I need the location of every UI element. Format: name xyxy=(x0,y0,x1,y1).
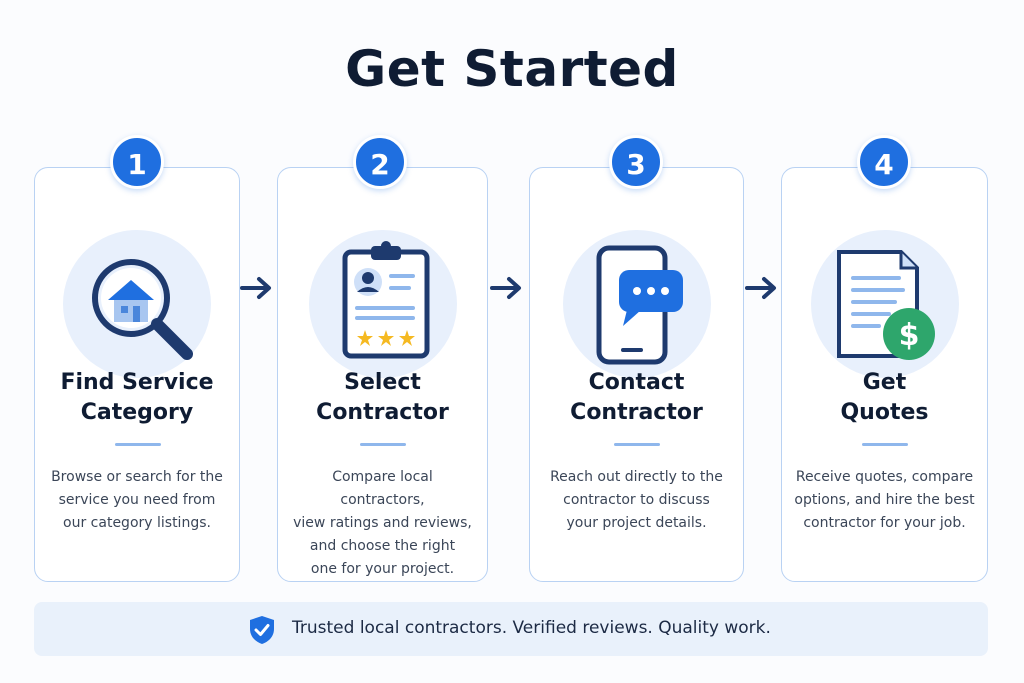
step-description: Reach out directly to the contractor to … xyxy=(550,469,723,531)
icon-circle xyxy=(563,230,711,378)
phone-chat-icon xyxy=(596,245,683,365)
arrow-right-icon xyxy=(745,277,776,299)
arrow-right-icon xyxy=(490,277,521,299)
step-number-badge: 4 xyxy=(857,135,911,189)
svg-text:$: $ xyxy=(899,318,920,353)
step-number-badge: 2 xyxy=(353,135,407,189)
quote-document-dollar-icon: $ xyxy=(837,250,935,360)
trust-banner-text: Trusted local contractors. Verified revi… xyxy=(292,618,771,638)
icon-circle xyxy=(63,230,211,378)
page-title: Get Started xyxy=(345,40,679,98)
step-description: Browse or search for the service you nee… xyxy=(51,469,223,531)
step-description: Receive quotes, compare options, and hir… xyxy=(794,469,975,531)
trust-banner: Trusted local contractors. Verified revi… xyxy=(34,602,988,656)
magnifier-house-icon xyxy=(92,259,193,360)
arrow-right-icon xyxy=(240,277,271,299)
clipboard-profile-icon xyxy=(342,241,430,359)
icon-circle xyxy=(309,230,457,378)
step-divider xyxy=(115,443,161,446)
shield-check-icon xyxy=(250,616,274,644)
icon-circle: $ xyxy=(811,230,959,378)
step-number-badge: 1 xyxy=(110,135,164,189)
step-divider xyxy=(862,443,908,446)
step-divider xyxy=(360,443,406,446)
step-divider xyxy=(614,443,660,446)
step-number-badge: 3 xyxy=(609,135,663,189)
step-description: Compare local contractors, view ratings … xyxy=(293,469,472,577)
